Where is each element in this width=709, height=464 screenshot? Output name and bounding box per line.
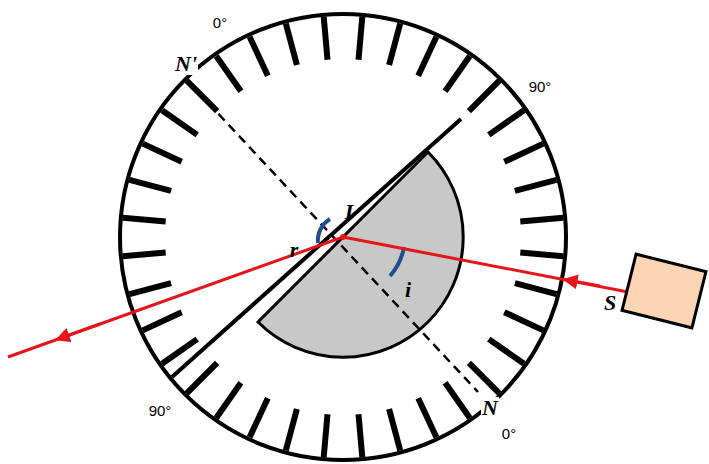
angle-r-arc	[318, 219, 330, 243]
incident-ray	[343, 237, 628, 292]
tick-mark	[445, 383, 470, 418]
normal-label: N	[481, 397, 499, 419]
tick-mark	[515, 180, 557, 191]
tick-mark	[324, 17, 328, 60]
tick-mark	[130, 283, 172, 294]
light-source	[622, 254, 706, 328]
normal-label: N'	[174, 53, 198, 75]
angle-label: i	[405, 279, 411, 301]
refracted-ray	[8, 237, 343, 357]
point-label: I	[345, 201, 354, 223]
tick-mark	[143, 144, 182, 162]
tick-mark	[418, 37, 436, 76]
tick-mark	[250, 398, 268, 437]
tick-mark	[389, 409, 400, 451]
tick-mark	[143, 312, 182, 330]
tick-mark	[489, 339, 524, 364]
tick-mark	[286, 409, 297, 451]
tick-mark	[520, 253, 563, 257]
tick-mark	[162, 110, 197, 135]
tick-mark	[250, 37, 268, 76]
normal-line	[198, 92, 478, 392]
tick-mark	[489, 110, 524, 135]
tick-mark	[216, 383, 241, 418]
incidence-point	[340, 234, 346, 240]
tick-mark	[123, 218, 166, 222]
tick-mark	[216, 56, 241, 91]
angle-scale: 0°	[501, 426, 517, 441]
tick-mark	[418, 398, 436, 437]
angle-i-arc	[390, 247, 404, 276]
tick-mark	[515, 283, 557, 294]
tick-mark	[187, 363, 217, 393]
angle-scale: 90°	[148, 403, 173, 418]
tick-mark	[504, 144, 543, 162]
tick-mark	[123, 253, 166, 257]
tick-mark	[504, 312, 543, 330]
tick-mark	[359, 17, 363, 60]
tick-mark	[286, 24, 297, 66]
protractor-ticks	[123, 17, 563, 457]
tick-mark	[389, 24, 400, 66]
ray-arrow	[62, 324, 100, 338]
angle-scale: 0°	[212, 15, 228, 30]
protractor-disc	[120, 14, 566, 460]
tick-mark	[469, 363, 499, 393]
tick-mark	[445, 56, 470, 91]
source-label: S	[604, 292, 616, 314]
tick-mark	[359, 414, 363, 457]
ray-arrow	[570, 281, 600, 287]
angle-scale: 90°	[528, 79, 553, 94]
tick-mark	[130, 180, 172, 191]
angle-label: r	[290, 239, 299, 261]
tick-mark	[469, 81, 499, 111]
tick-mark	[324, 414, 328, 457]
tick-mark	[520, 218, 563, 222]
